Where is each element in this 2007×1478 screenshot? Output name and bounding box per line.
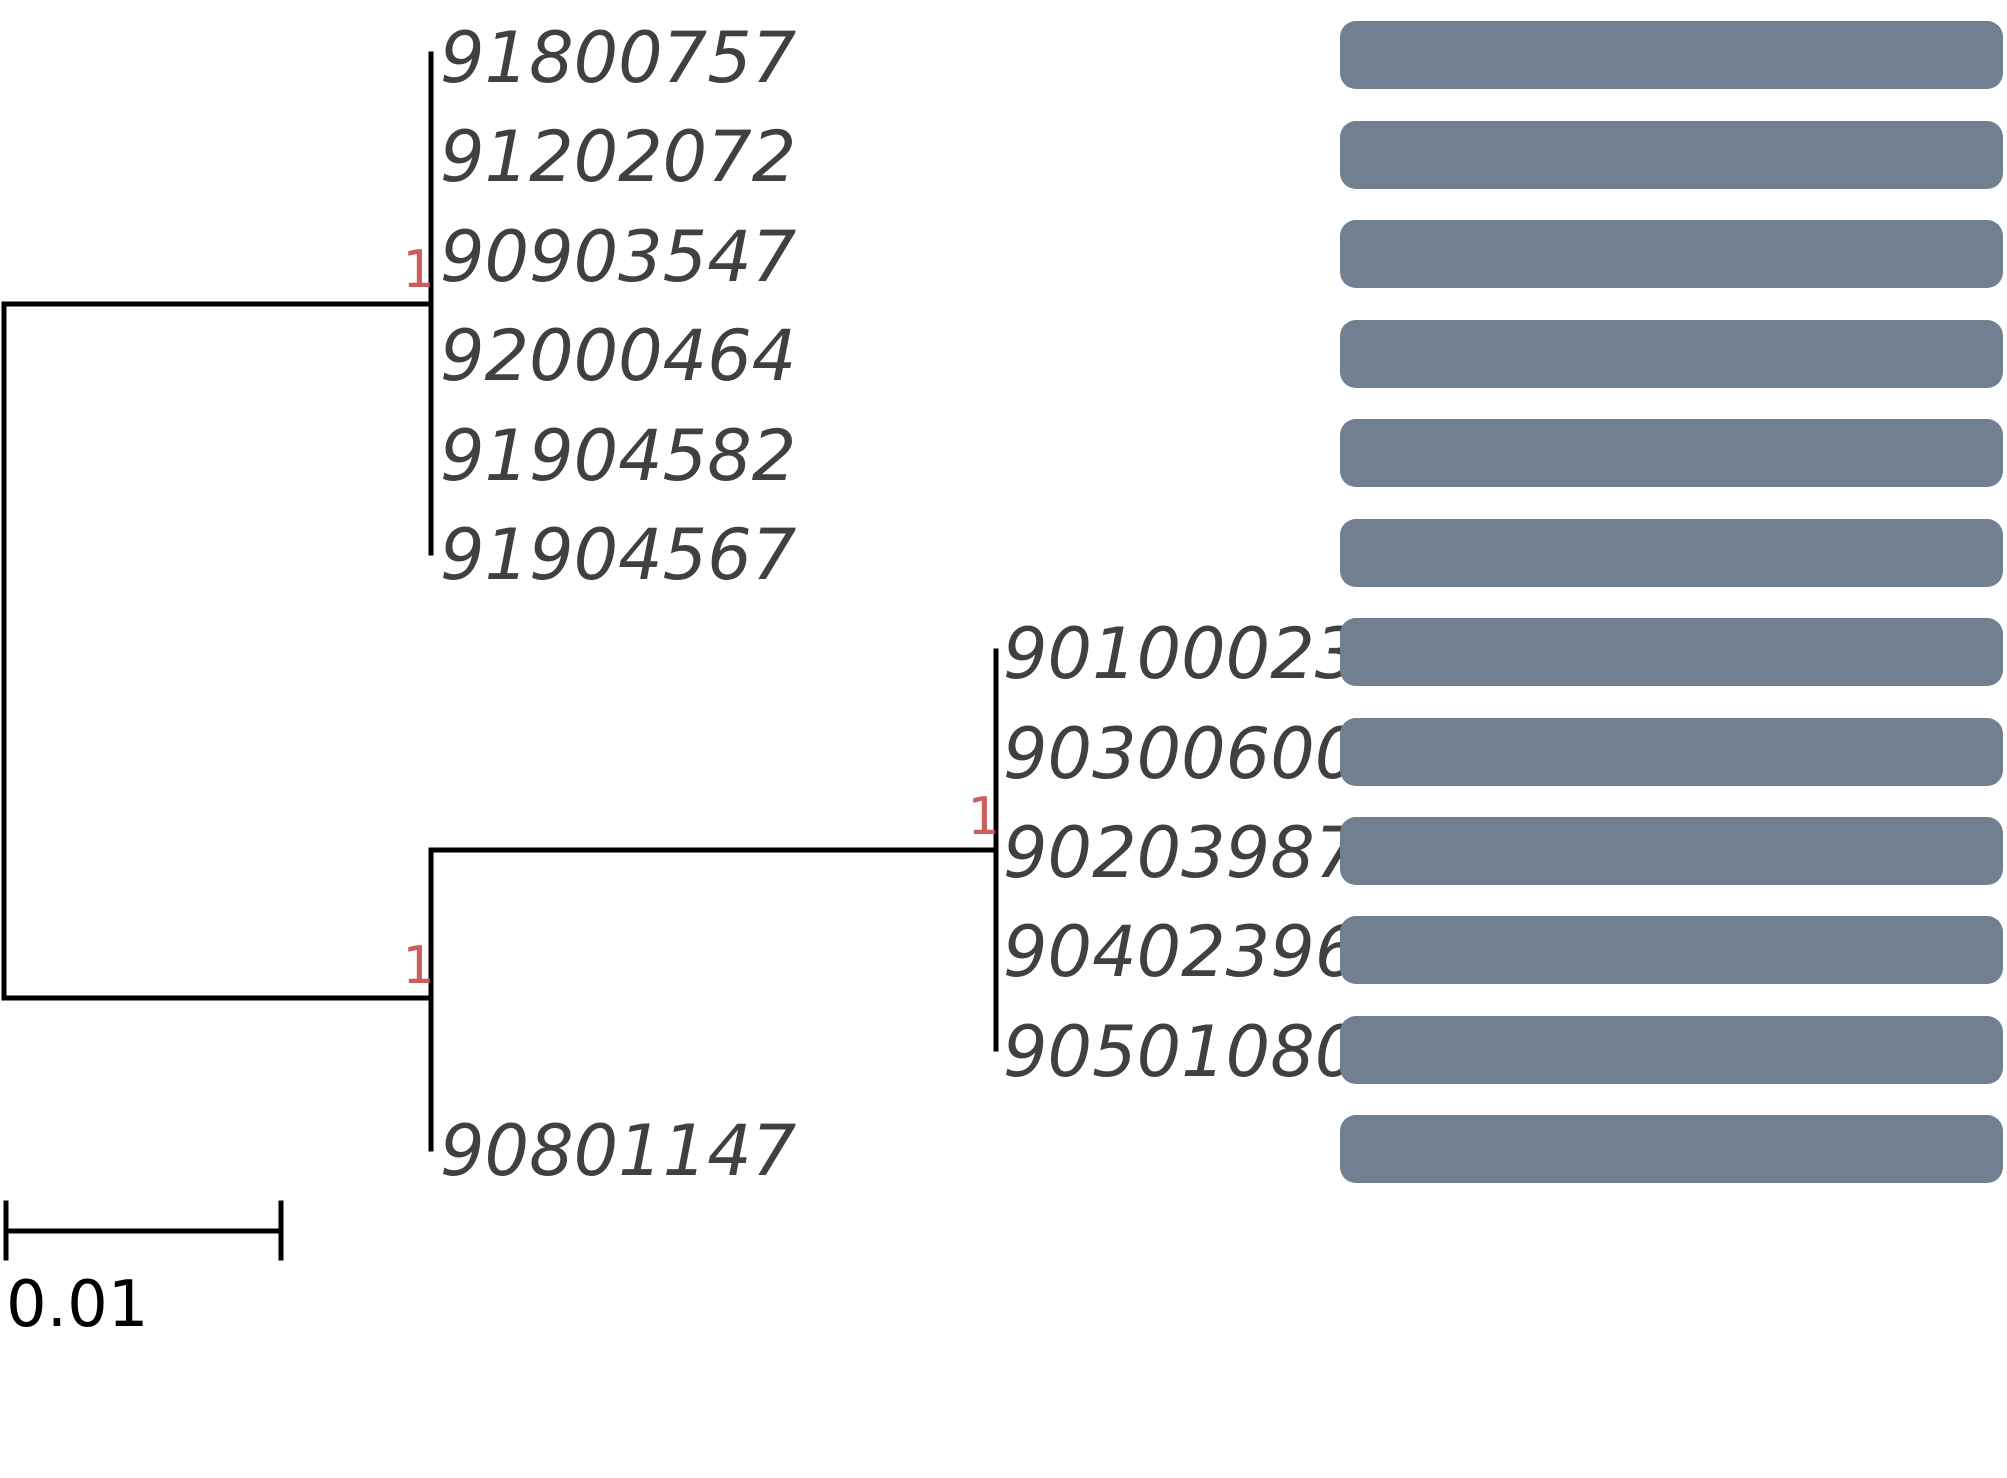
leaf-label: 90903547 <box>440 216 796 298</box>
leaf-label: 90402396 <box>1003 911 1359 993</box>
annotation-bars <box>1340 21 2003 1183</box>
leaf-label: 90203987 <box>1003 812 1359 894</box>
annotation-bar <box>1340 320 2003 388</box>
annotation-bar <box>1340 618 2003 686</box>
annotation-bar <box>1340 220 2003 288</box>
leaf-label: 91800757 <box>440 17 796 99</box>
annotation-bar <box>1340 21 2003 89</box>
annotation-bar <box>1340 1115 2003 1183</box>
annotation-bar <box>1340 916 2003 984</box>
annotation-bar <box>1340 718 2003 786</box>
annotation-bar <box>1340 519 2003 587</box>
leaf-label: 90300600 <box>1003 713 1359 795</box>
leaf-label: 90801147 <box>440 1110 796 1192</box>
leaf-label: 92000464 <box>440 315 796 397</box>
annotation-bar <box>1340 1016 2003 1084</box>
scale-bar-label: 0.01 <box>6 1268 149 1342</box>
annotation-bar <box>1340 121 2003 189</box>
clade-a-support-value: 1 <box>402 240 433 300</box>
leaf-label: 91904582 <box>440 415 796 497</box>
annotation-bar <box>1340 817 2003 885</box>
leaf-label: 90501080 <box>1003 1011 1359 1093</box>
subclade-support-value: 1 <box>967 787 998 847</box>
scale-bar: 0.01 <box>3 1200 284 1342</box>
clade-b-support-value: 1 <box>402 936 433 996</box>
leaf-label: 91202072 <box>440 116 796 198</box>
leaf-label: 91904567 <box>440 514 796 596</box>
annotation-bar <box>1340 419 2003 487</box>
leaf-label: 90100023 <box>1003 613 1359 695</box>
